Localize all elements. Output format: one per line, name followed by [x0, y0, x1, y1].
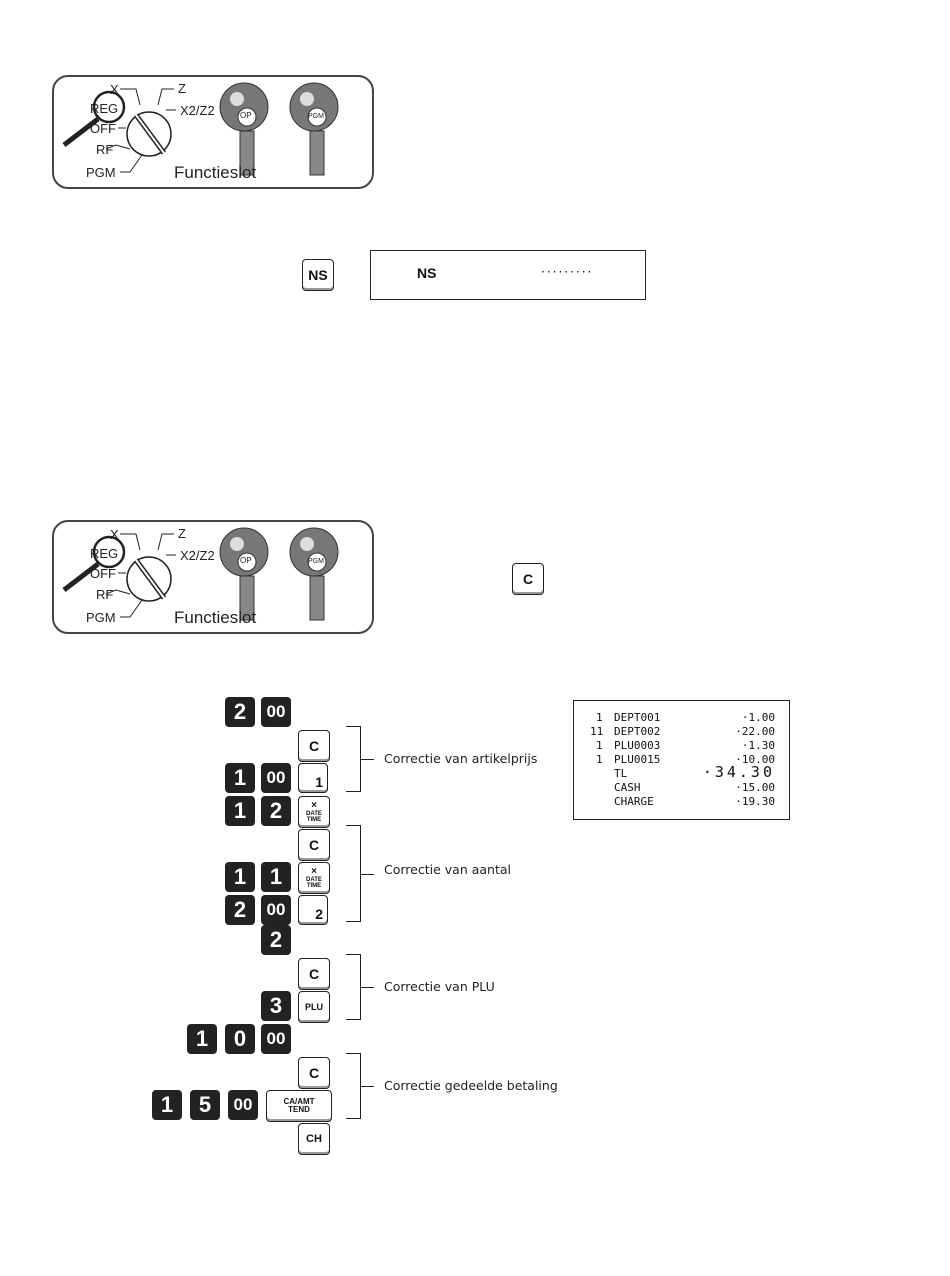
pos-pgm: PGM [86, 610, 116, 625]
mode-switch-diagram [62, 82, 339, 176]
label-price-correction: Correctie van artikelprijs [384, 751, 538, 766]
num-key[interactable]: 1 [225, 796, 255, 826]
num-key[interactable]: 00 [261, 763, 291, 793]
receipt-amount: ·1.30 [741, 739, 775, 752]
pos-rf: RF [96, 142, 114, 157]
pos-reg: REG [90, 101, 119, 116]
mode-switch-panel-1: X Z REG X2/Z2 OFF RF PGM OP PGM Functies… [52, 75, 374, 189]
x-key-bottom: DATE TIME [306, 811, 322, 823]
receipt-item: TL [614, 767, 628, 780]
num-key[interactable]: 2 [261, 796, 291, 826]
receipt-item: PLU0003 [614, 739, 661, 752]
function-lock-caption: Functieslot [174, 163, 257, 182]
receipt-item: DEPT001 [614, 711, 661, 724]
cash-amt-tend-key[interactable]: CA/AMT TEND [266, 1090, 332, 1122]
pos-z: Z [178, 81, 186, 96]
num-key[interactable]: 2 [261, 925, 291, 955]
num-key[interactable]: 2 [225, 895, 255, 925]
pos-off: OFF [90, 566, 116, 581]
dept-key-2[interactable]: 2 [298, 895, 328, 925]
num-key[interactable]: 00 [228, 1090, 258, 1120]
bracket-quantity-correction [346, 825, 374, 922]
pos-rf: RF [96, 587, 114, 602]
multiply-date-time-key[interactable]: × DATE TIME [298, 862, 330, 894]
x-key-top: × [311, 800, 317, 811]
receipt-total-amount: ·34.30 [702, 763, 775, 781]
receipt: 1 DEPT001 ·1.00 11 DEPT002 ·22.00 1 PLU0… [573, 700, 790, 820]
display-window: NS ········· [370, 250, 646, 300]
num-key[interactable]: 00 [261, 1024, 291, 1054]
mode-switch-diagram [62, 527, 339, 621]
num-key[interactable]: 1 [225, 763, 255, 793]
receipt-amount: ·1.00 [741, 711, 775, 724]
ca-key-bottom: TEND [288, 1105, 310, 1114]
num-key[interactable]: 2 [225, 697, 255, 727]
multiply-date-time-key[interactable]: × DATE TIME [298, 796, 330, 828]
plu-key[interactable]: PLU [298, 991, 330, 1023]
pos-x2z2: X2/Z2 [180, 548, 215, 563]
num-key[interactable]: 1 [261, 862, 291, 892]
clear-key[interactable]: C [298, 730, 330, 762]
ca-key-top: CA/AMT [283, 1097, 315, 1106]
receipt-qty: 1 [596, 711, 603, 724]
bracket-split-payment-correction [346, 1053, 374, 1119]
bracket-price-correction [346, 726, 374, 792]
label-plu-correction: Correctie van PLU [384, 979, 495, 994]
receipt-amount: ·19.30 [735, 795, 775, 808]
num-key[interactable]: 00 [261, 697, 291, 727]
receipt-qty: 11 [590, 725, 604, 738]
label-quantity-correction: Correctie van aantal [384, 862, 511, 877]
receipt-amount: ·22.00 [735, 725, 775, 738]
pos-x: X [110, 527, 119, 542]
x-key-top: × [311, 866, 317, 877]
receipt-item: CHARGE [614, 795, 654, 808]
bracket-plu-correction [346, 954, 374, 1020]
pos-reg: REG [90, 546, 119, 561]
pos-z: Z [178, 526, 186, 541]
display-ns-text: NS [417, 265, 437, 281]
num-key[interactable]: 5 [190, 1090, 220, 1120]
clear-key[interactable]: C [298, 958, 330, 990]
clear-key[interactable]: C [298, 1057, 330, 1089]
pos-x: X [110, 82, 119, 97]
pos-pgm: PGM [86, 165, 116, 180]
receipt-qty: 1 [596, 739, 603, 752]
num-key[interactable]: 00 [261, 895, 291, 925]
num-key[interactable]: 1 [187, 1024, 217, 1054]
receipt-item: DEPT002 [614, 725, 661, 738]
pos-x2z2: X2/Z2 [180, 103, 215, 118]
clear-key[interactable]: C [298, 829, 330, 861]
receipt-amount: ·15.00 [735, 781, 775, 794]
mode-switch-panel-2: X Z REG X2/Z2 OFF RF PGM OP PGM Functies… [52, 520, 374, 634]
num-key[interactable]: 0 [225, 1024, 255, 1054]
pos-off: OFF [90, 121, 116, 136]
receipt-qty: 1 [596, 753, 603, 766]
key-pgm-label: PGM [308, 558, 324, 565]
display-dots: ········· [541, 265, 594, 279]
dept-key-1[interactable]: 1 [298, 763, 328, 793]
receipt-item: PLU0015 [614, 753, 661, 766]
num-key[interactable]: 1 [152, 1090, 182, 1120]
x-key-bottom: DATE TIME [306, 877, 322, 889]
ns-key[interactable]: NS [302, 259, 334, 291]
label-split-payment-correction: Correctie gedeelde betaling [384, 1078, 558, 1093]
num-key[interactable]: 1 [225, 862, 255, 892]
clear-key[interactable]: C [512, 563, 544, 595]
key-op-label: OP [240, 556, 252, 565]
num-key[interactable]: 3 [261, 991, 291, 1021]
key-op-label: OP [240, 111, 252, 120]
receipt-item: CASH [614, 781, 641, 794]
receipt-amount: ·10.00 [735, 753, 775, 766]
charge-key[interactable]: CH [298, 1123, 330, 1155]
key-pgm-label: PGM [308, 113, 324, 120]
function-lock-caption: Functieslot [174, 608, 257, 627]
